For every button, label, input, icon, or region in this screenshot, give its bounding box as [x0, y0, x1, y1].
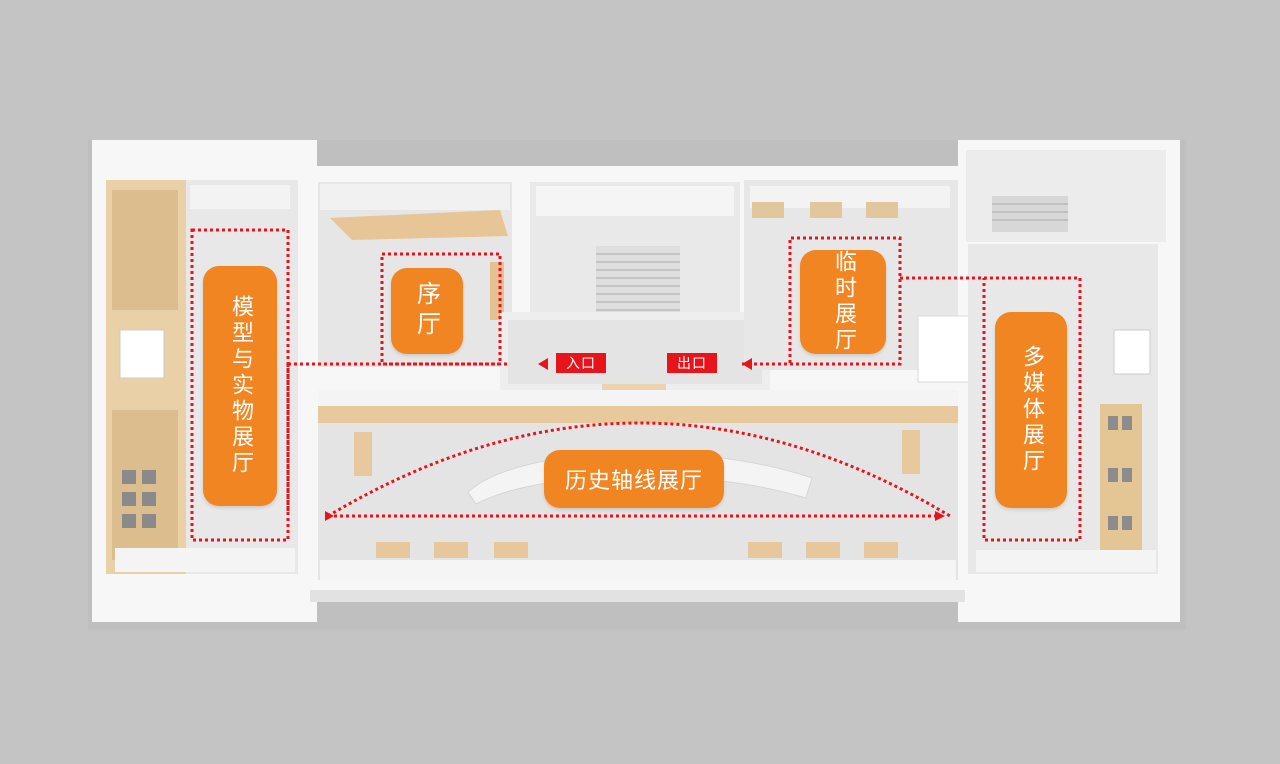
route-arrow-left — [325, 511, 334, 521]
hall-label-model: 模型与实物展厅 — [203, 266, 277, 506]
route-multimedia-loop — [900, 276, 1082, 542]
route-arrow-exit — [742, 358, 752, 370]
hall-label-history: 历史轴线展厅 — [544, 450, 724, 508]
route-history-arc — [327, 421, 951, 518]
route-model-loop — [190, 228, 290, 542]
room-multimedia — [966, 150, 1166, 574]
visitor-route — [190, 228, 1082, 542]
hall-label-multimedia: 多媒体展厅 — [995, 312, 1067, 508]
hall-label-prelude: 序厅 — [391, 268, 463, 354]
hall-label-temporary: 临时展厅 — [800, 250, 886, 354]
entrance-tag: 入口 — [556, 353, 606, 373]
route-temporary-loop — [742, 236, 902, 366]
room-lobby — [500, 182, 770, 392]
route-arrow-entrance — [538, 358, 548, 370]
exit-tag: 出口 — [667, 353, 717, 373]
